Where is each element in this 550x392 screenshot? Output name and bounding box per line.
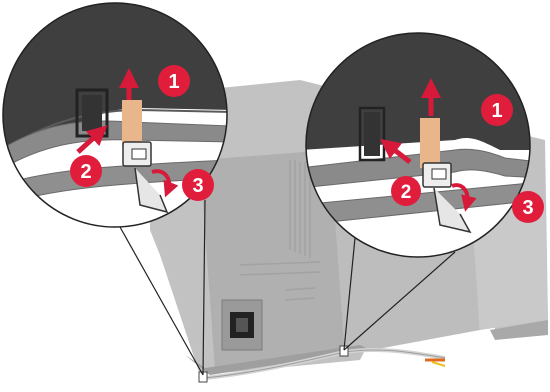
power-port [222, 300, 262, 350]
callout-left-1: 1 [158, 65, 190, 97]
callout-right-3: 3 [512, 191, 544, 223]
callout-left-3-label: 3 [192, 175, 203, 197]
callout-left-2: 2 [70, 155, 102, 187]
callout-right-3-label: 3 [522, 197, 533, 219]
callout-left-1-label: 1 [168, 71, 179, 93]
callout-right-2: 2 [391, 176, 421, 206]
callout-right-1: 1 [481, 94, 513, 126]
callout-right-2-label: 2 [401, 182, 412, 203]
callout-left-3: 3 [182, 169, 214, 201]
callout-right-1-label: 1 [491, 100, 502, 122]
callout-left-2-label: 2 [80, 161, 91, 183]
